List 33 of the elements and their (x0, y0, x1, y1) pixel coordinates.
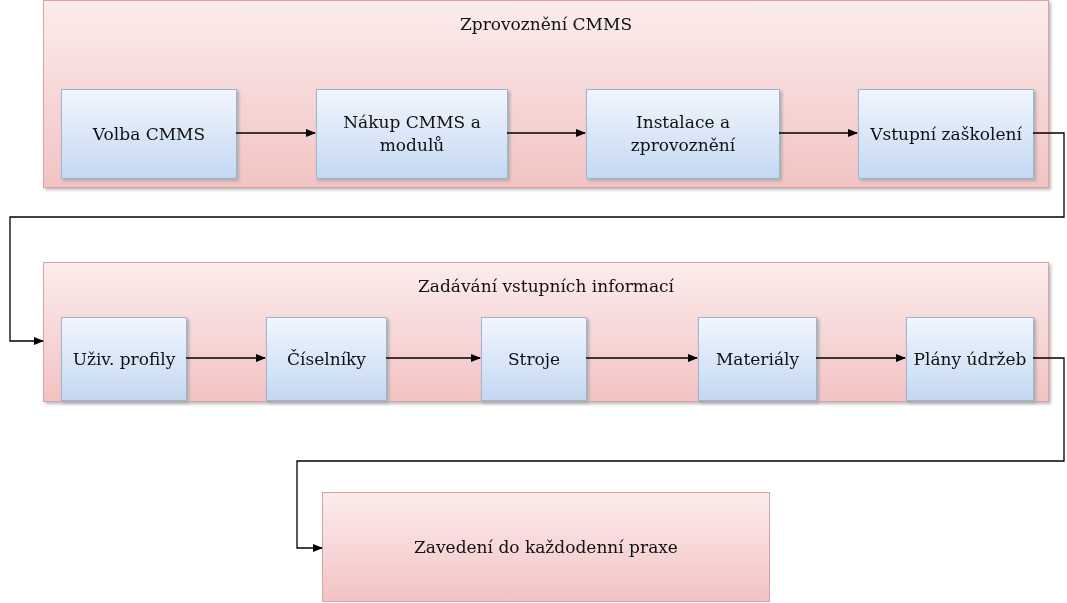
process-box (61, 89, 237, 179)
box-label: Materiály (714, 347, 801, 371)
group-title: Zadávání vstupních informací (417, 275, 675, 298)
box-label: Vstupní zaškolení (869, 122, 1023, 146)
group-panel (43, 262, 1049, 402)
process-box (61, 317, 187, 401)
arrow (296, 357, 1065, 552)
box-label: Instalace a zprovoznění (629, 111, 737, 157)
box-label: Uživ. profily (71, 347, 177, 371)
process-box (481, 317, 587, 401)
process-box (266, 317, 387, 401)
process-box (698, 317, 817, 401)
box-label: Plány údržeb (912, 347, 1028, 371)
group-title: Zprovoznění CMMS (458, 13, 634, 36)
box-label: Číselníky (286, 347, 367, 371)
arrow (506, 129, 586, 137)
arrow (778, 129, 858, 137)
arrow (815, 354, 906, 362)
arrow (385, 354, 481, 362)
process-box (906, 317, 1034, 401)
arrow (9, 132, 1065, 345)
box-label: Volba CMMS (91, 122, 207, 146)
process-box (322, 492, 770, 602)
process-box (586, 89, 780, 179)
group-panel (43, 0, 1049, 188)
process-box (858, 89, 1034, 179)
arrow (585, 354, 698, 362)
process-box (316, 89, 508, 179)
box-label: Stroje (506, 347, 562, 371)
arrow (235, 129, 316, 137)
box-label: Zavedení do každodenní praxe (413, 535, 679, 559)
box-label: Nákup CMMS a modulů (342, 111, 482, 157)
arrow (185, 354, 266, 362)
